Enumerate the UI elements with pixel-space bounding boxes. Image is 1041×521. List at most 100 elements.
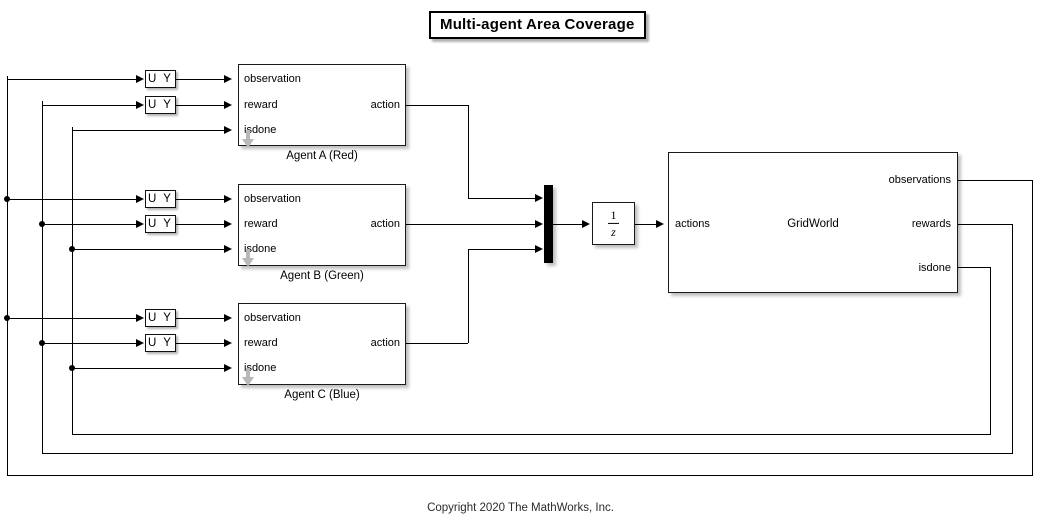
wire-observations-out	[958, 180, 1033, 181]
agent-b-port-action: action	[370, 218, 400, 230]
selector-b-reward-label: U Y	[148, 218, 173, 230]
copyright-notice: Copyright 2020 The MathWorks, Inc.	[427, 502, 614, 514]
selector-block-a-observation[interactable]: U Y	[145, 70, 176, 88]
arrow-unit-delay-in	[582, 219, 590, 228]
bus-rewards-vertical	[42, 101, 43, 454]
wire-rewards-out	[958, 224, 1013, 225]
wire-rew-to-uy-b	[42, 224, 137, 225]
arrow-uy-b-rew-in	[136, 219, 144, 228]
arrow-agent-a-obs-in	[224, 74, 232, 83]
selector-block-c-observation[interactable]: U Y	[145, 309, 176, 327]
wire-agent-c-action-out	[406, 343, 468, 344]
gridworld-port-observations: observations	[888, 174, 951, 186]
diagram-title: Multi-agent Area Coverage	[429, 11, 646, 39]
unit-delay-denominator: z	[611, 225, 616, 239]
agent-b-port-observation: observation	[244, 193, 301, 205]
wire-isdone-out	[958, 267, 991, 268]
agent-a-port-isdone: isdone	[244, 124, 277, 136]
selector-c-observation-label: U Y	[148, 312, 173, 324]
arrow-uy-c-obs-in	[136, 313, 144, 322]
gridworld-port-rewards: rewards	[911, 218, 951, 230]
wire-uy-a-obs-to-agent	[176, 79, 225, 80]
wire-agent-c-action-to-mux	[468, 249, 536, 250]
arrow-agent-c-rew-in	[224, 338, 232, 347]
wire-uy-b-rew-to-agent	[176, 224, 225, 225]
wire-rewards-return	[42, 453, 1013, 454]
agent-a-port-action: action	[370, 99, 400, 111]
wire-obs-to-uy-a	[7, 79, 137, 80]
selector-b-observation-label: U Y	[148, 193, 173, 205]
bus-observations-vertical	[7, 76, 8, 476]
gridworld-port-actions: actions	[675, 218, 710, 230]
down-arrow-icon-agent-b	[242, 249, 254, 267]
selector-c-reward-label: U Y	[148, 337, 173, 349]
selector-block-a-reward[interactable]: U Y	[145, 96, 176, 114]
arrow-mux-input-2	[535, 219, 543, 228]
wire-mux-to-unit-delay	[553, 224, 583, 225]
arrow-agent-a-isdone-in	[224, 125, 232, 134]
wire-isdone-return	[72, 434, 991, 435]
wire-observations-return	[7, 475, 1033, 476]
down-arrow-icon-agent-a	[242, 130, 254, 148]
wire-rew-to-uy-c	[42, 343, 137, 344]
wire-agent-a-action-down	[468, 105, 469, 198]
arrow-agent-a-rew-in	[224, 100, 232, 109]
wire-agent-a-action-to-mux	[468, 198, 536, 199]
gridworld-port-isdone: isdone	[918, 262, 951, 274]
agent-c-port-action: action	[370, 337, 400, 349]
arrow-uy-b-obs-in	[136, 194, 144, 203]
unit-delay-block[interactable]: 1 z	[592, 202, 635, 245]
arrow-mux-input-1	[535, 193, 543, 202]
arrow-mux-input-3	[535, 244, 543, 253]
bus-isdone-vertical	[72, 127, 73, 435]
wire-uy-a-rew-to-agent	[176, 105, 225, 106]
wire-isdone-to-agent-c	[72, 368, 225, 369]
wire-uy-b-obs-to-agent	[176, 199, 225, 200]
selector-block-b-reward[interactable]: U Y	[145, 215, 176, 233]
agent-a-caption: Agent A (Red)	[286, 150, 358, 162]
arrow-agent-b-rew-in	[224, 219, 232, 228]
wire-obs-to-uy-b	[7, 199, 137, 200]
wire-agent-a-action-out	[406, 105, 468, 106]
wire-obs-to-uy-c	[7, 318, 137, 319]
arrow-uy-c-rew-in	[136, 338, 144, 347]
agent-c-caption: Agent C (Blue)	[284, 389, 360, 401]
gridworld-block[interactable]	[668, 152, 958, 293]
wire-observations-down	[1032, 180, 1033, 476]
wire-isdone-down	[990, 267, 991, 434]
unit-delay-numerator: 1	[610, 207, 617, 222]
wire-rewards-down	[1012, 224, 1013, 454]
arrow-uy-a-rew-in	[136, 100, 144, 109]
wire-isdone-to-agent-a	[72, 130, 225, 131]
wire-rew-to-uy-a	[42, 105, 137, 106]
agent-a-port-reward: reward	[244, 99, 278, 111]
agent-b-port-reward: reward	[244, 218, 278, 230]
agent-b-caption: Agent B (Green)	[280, 270, 364, 282]
agent-block-c[interactable]	[238, 303, 406, 385]
selector-a-reward-label: U Y	[148, 99, 173, 111]
agent-c-port-reward: reward	[244, 337, 278, 349]
wire-unit-delay-to-gridworld	[635, 224, 657, 225]
agent-b-port-isdone: isdone	[244, 243, 277, 255]
selector-block-c-reward[interactable]: U Y	[145, 334, 176, 352]
agent-block-b[interactable]	[238, 184, 406, 266]
agent-a-port-observation: observation	[244, 73, 301, 85]
gridworld-label: GridWorld	[787, 218, 839, 230]
mux-block[interactable]	[544, 185, 553, 263]
selector-a-observation-label: U Y	[148, 73, 173, 85]
selector-block-b-observation[interactable]: U Y	[145, 190, 176, 208]
agent-block-a[interactable]	[238, 64, 406, 146]
wire-agent-b-action-to-mux	[406, 224, 536, 225]
arrow-agent-b-obs-in	[224, 194, 232, 203]
unit-delay-fraction: 1 z	[593, 208, 634, 238]
arrow-agent-c-obs-in	[224, 313, 232, 322]
agent-c-port-observation: observation	[244, 312, 301, 324]
arrow-gridworld-actions-in	[656, 219, 664, 228]
wire-isdone-to-agent-b	[72, 249, 225, 250]
wire-uy-c-rew-to-agent	[176, 343, 225, 344]
wire-uy-c-obs-to-agent	[176, 318, 225, 319]
wire-agent-c-action-up	[468, 249, 469, 343]
down-arrow-icon-agent-c	[242, 368, 254, 386]
arrow-agent-c-isdone-in	[224, 363, 232, 372]
